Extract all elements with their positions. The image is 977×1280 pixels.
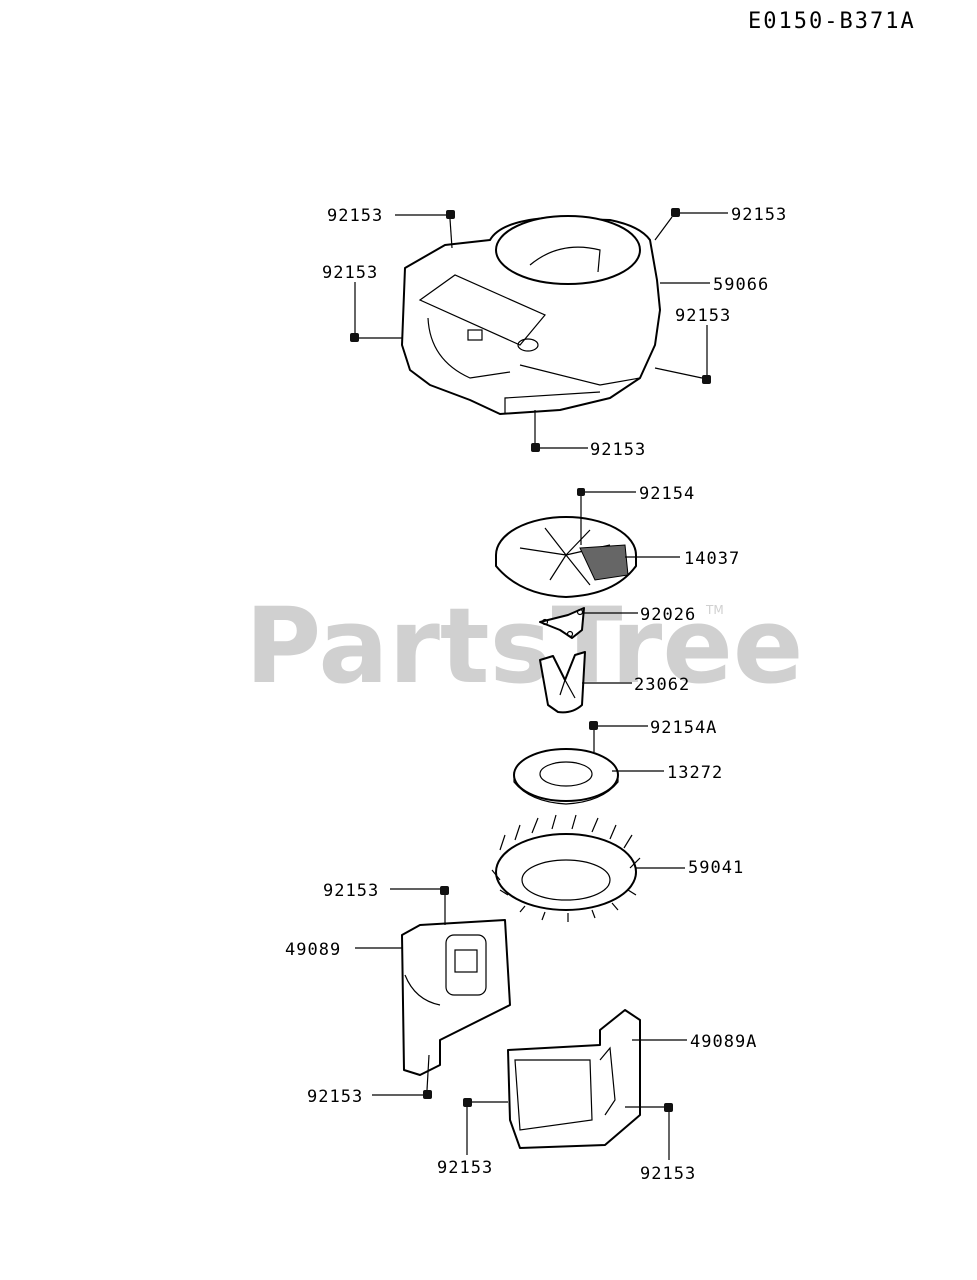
watermark: PartsTree bbox=[245, 585, 803, 707]
label-92153-low-mid[interactable]: 92153 bbox=[437, 1158, 493, 1178]
label-92153-low-left[interactable]: 92153 bbox=[307, 1087, 363, 1107]
label-92154A[interactable]: 92154A bbox=[650, 718, 717, 738]
label-49089[interactable]: 49089 bbox=[285, 940, 341, 960]
label-14037[interactable]: 14037 bbox=[684, 549, 740, 569]
plate-13272[interactable] bbox=[513, 748, 619, 805]
plate-92026[interactable] bbox=[539, 607, 585, 639]
screw-92153-low-right[interactable] bbox=[625, 1103, 673, 1112]
label-23062[interactable]: 23062 bbox=[634, 675, 690, 695]
screw-92153-top-left[interactable] bbox=[446, 210, 455, 249]
label-13272[interactable]: 13272 bbox=[667, 763, 723, 783]
cover-49089[interactable] bbox=[401, 919, 511, 1076]
watermark-trademark: TM bbox=[705, 603, 724, 617]
label-92153-left[interactable]: 92153 bbox=[322, 263, 378, 283]
cup-23062[interactable] bbox=[539, 651, 586, 714]
label-92153-top-right[interactable]: 92153 bbox=[731, 205, 787, 225]
screw-92153-cover-bottom[interactable] bbox=[423, 1054, 432, 1099]
screw-92153-top-right[interactable] bbox=[654, 208, 680, 241]
screw-92153-low-mid[interactable] bbox=[463, 1098, 508, 1107]
label-92153-bottom[interactable]: 92153 bbox=[590, 440, 646, 460]
blower-housing-59066[interactable] bbox=[401, 215, 661, 415]
diagram-id: E0150-B371A bbox=[748, 9, 916, 34]
label-92153-low-right[interactable]: 92153 bbox=[640, 1164, 696, 1184]
label-92153-top-left[interactable]: 92153 bbox=[327, 206, 383, 226]
label-59066[interactable]: 59066 bbox=[713, 275, 769, 295]
screw-92153-left[interactable] bbox=[350, 333, 402, 342]
label-59041[interactable]: 59041 bbox=[688, 858, 744, 878]
bolt-92154A[interactable] bbox=[589, 721, 598, 752]
cover-49089A[interactable] bbox=[507, 1009, 641, 1149]
label-92026[interactable]: 92026 bbox=[640, 605, 696, 625]
label-92153-right[interactable]: 92153 bbox=[675, 306, 731, 326]
screw-92153-cover-top[interactable] bbox=[440, 886, 449, 925]
label-49089A[interactable]: 49089A bbox=[690, 1032, 757, 1052]
fan-59041[interactable] bbox=[491, 814, 685, 922]
label-92154[interactable]: 92154 bbox=[639, 484, 695, 504]
screen-14037[interactable] bbox=[495, 488, 637, 598]
screw-92153-bottom[interactable] bbox=[531, 410, 540, 452]
screw-92153-right[interactable] bbox=[654, 367, 711, 384]
label-92153-cover-top[interactable]: 92153 bbox=[323, 881, 379, 901]
